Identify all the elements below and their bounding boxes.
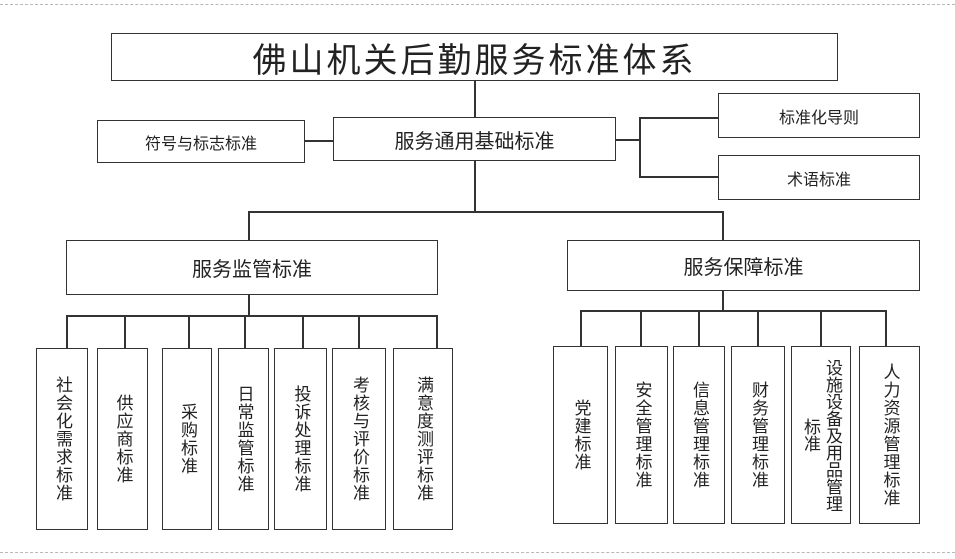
connector <box>436 315 438 348</box>
symbol-sign-standards-box: 符号与标志标准 <box>97 120 305 163</box>
connector <box>722 291 724 311</box>
supervision-leaf-box: 供应商标准 <box>97 348 148 530</box>
connector <box>722 211 724 240</box>
service-supervision-standards-box: 服务监管标准 <box>66 240 438 295</box>
leaf-label: 安全管理标准 <box>631 381 652 489</box>
connector <box>757 310 759 346</box>
guarantee-leaf-box: 党建标准 <box>553 346 608 524</box>
connector <box>616 139 640 141</box>
connector <box>244 315 246 348</box>
guarantee-leaf-box: 财务管理标准 <box>731 346 785 524</box>
supervision-leaf-box: 社会化需求标准 <box>36 348 88 530</box>
leaf-label: 日常监管标准 <box>233 385 254 493</box>
connector <box>305 140 333 142</box>
connector <box>640 310 642 346</box>
connector <box>188 315 190 348</box>
supervision-leaf-box: 投诉处理标准 <box>274 348 327 530</box>
standardization-guideline-box: 标准化导则 <box>718 93 920 138</box>
connector <box>639 117 641 177</box>
leaf-label: 供应商标准 <box>112 394 133 484</box>
connector <box>580 310 886 312</box>
connector <box>248 211 723 213</box>
supervision-leaf-box: 满意度测评标准 <box>393 348 453 530</box>
leaf-label: 考核与评价标准 <box>349 376 369 502</box>
leaf-label: 设施设备及用品管理标准 <box>800 358 842 512</box>
connector <box>639 176 718 178</box>
terminology-standards-box: 术语标准 <box>718 155 920 200</box>
supervision-leaf-box: 日常监管标准 <box>218 348 269 530</box>
connector <box>248 211 250 240</box>
leaf-label: 采购标准 <box>177 403 197 475</box>
leaf-label: 社会化需求标准 <box>52 376 72 502</box>
bottom-dashed-divider <box>0 552 955 553</box>
guarantee-leaf-box: 人力资源管理标准 <box>859 346 920 524</box>
general-base-standards-box: 服务通用基础标准 <box>333 117 616 161</box>
leaf-label: 人力资源管理标准 <box>879 363 900 507</box>
leaf-label: 党建标准 <box>570 399 591 471</box>
connector <box>885 310 887 346</box>
connector <box>639 117 718 119</box>
diagram-title-box: 佛山机关后勤服务标准体系 <box>111 33 838 81</box>
connector <box>248 295 250 315</box>
connector <box>66 315 68 348</box>
guarantee-leaf-box: 安全管理标准 <box>615 346 668 524</box>
connector <box>580 310 582 346</box>
connector <box>474 81 476 117</box>
connector <box>124 315 126 348</box>
connector <box>302 315 304 348</box>
leaf-label: 投诉处理标准 <box>290 385 311 493</box>
guarantee-leaf-box: 设施设备及用品管理标准 <box>791 346 851 524</box>
supervision-leaf-box: 采购标准 <box>162 348 212 530</box>
connector <box>66 315 437 317</box>
guarantee-leaf-box: 信息管理标准 <box>673 346 725 524</box>
connector <box>358 315 360 348</box>
connector <box>474 161 476 212</box>
leaf-label: 财务管理标准 <box>748 381 768 489</box>
top-dashed-divider <box>0 4 955 5</box>
connector <box>820 310 822 346</box>
connector <box>698 310 700 346</box>
supervision-leaf-box: 考核与评价标准 <box>332 348 386 530</box>
leaf-label: 满意度测评标准 <box>413 376 433 502</box>
leaf-label: 信息管理标准 <box>689 381 709 489</box>
service-guarantee-standards-box: 服务保障标准 <box>567 240 920 291</box>
